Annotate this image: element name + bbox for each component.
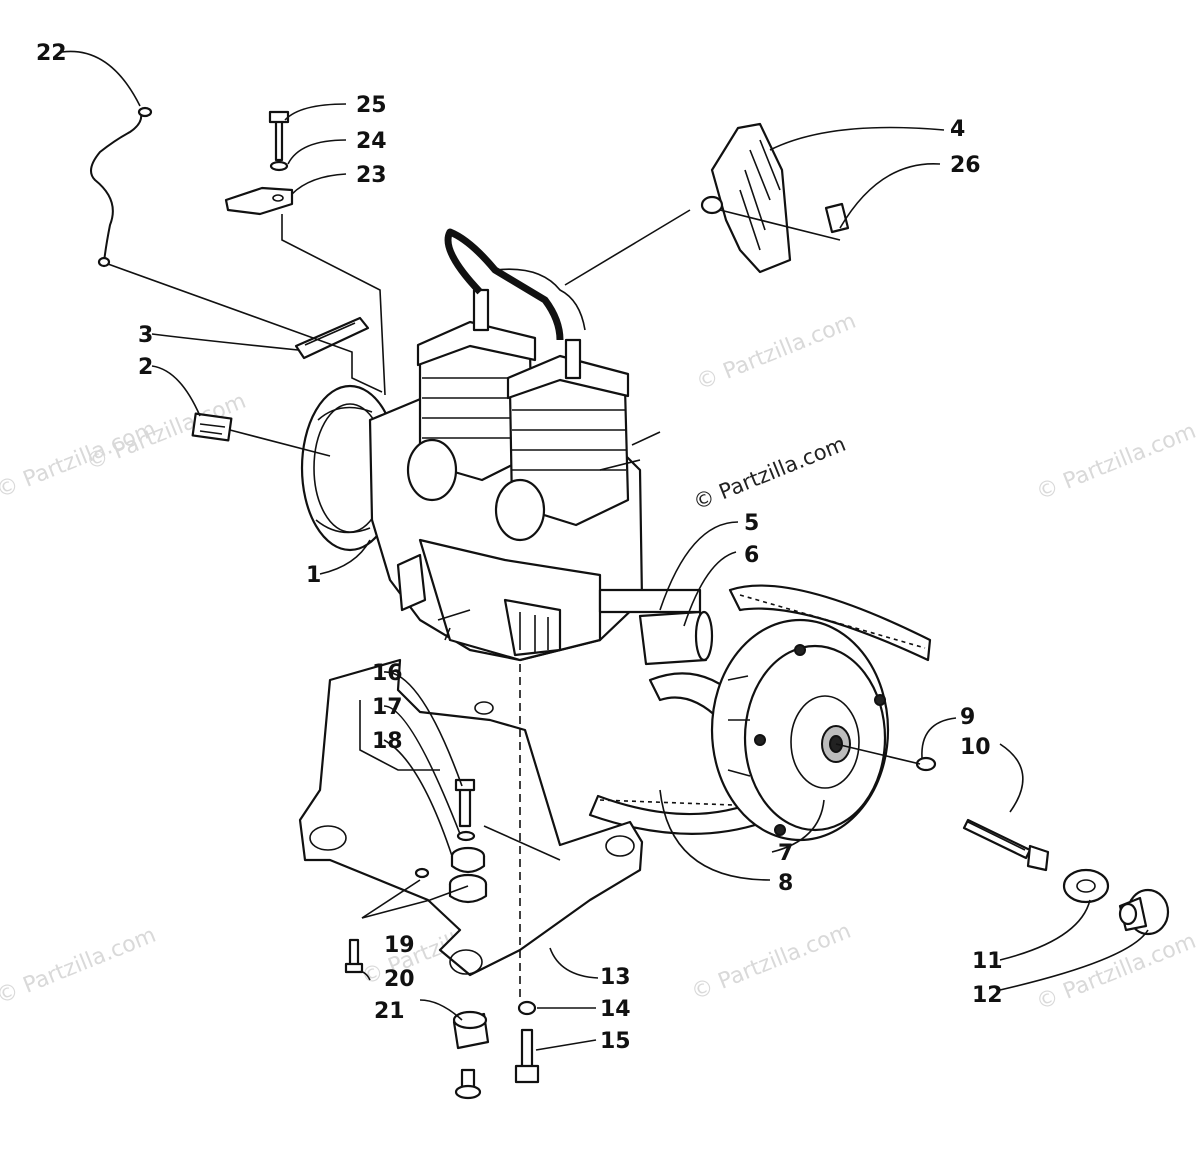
bolt-part-15 [514, 1028, 540, 1084]
callout-6: 6 [744, 543, 759, 568]
clip-part-26 [824, 202, 850, 234]
copyright-credit: © Partzilla.com [690, 432, 849, 515]
mount-part-18 [450, 846, 486, 874]
callout-2: 2 [138, 355, 153, 380]
callout-10: 10 [960, 735, 991, 760]
callout-7: 7 [778, 841, 793, 866]
watermark-right-lower: © Partzilla.com [1033, 929, 1200, 1016]
mount-part-19 [448, 873, 488, 904]
callout-25: 25 [356, 93, 387, 118]
callout-24: 24 [356, 129, 387, 154]
lock-washer-part-14 [517, 1000, 537, 1016]
leader-lines [61, 50, 1149, 1051]
watermark-left-upper: © Partzilla.com [0, 417, 160, 504]
bracket-part-4 [700, 122, 792, 274]
callout-14: 14 [600, 997, 631, 1022]
callout-19: 19 [384, 933, 415, 958]
decal-part-2 [191, 412, 233, 442]
callout-17: 17 [372, 695, 403, 720]
watermark-mid-upper: © Partzilla.com [693, 309, 860, 396]
washer-part-11 [1062, 868, 1110, 904]
callout-8: 8 [778, 871, 793, 896]
callout-22: 22 [36, 41, 67, 66]
callout-11: 11 [972, 949, 1003, 974]
callout-12: 12 [972, 983, 1003, 1008]
callout-3: 3 [138, 323, 153, 348]
callout-26: 26 [950, 153, 981, 178]
washer-part-17 [456, 830, 476, 842]
callout-16: 16 [372, 661, 403, 686]
drive-clutch-part-7 [710, 618, 890, 842]
callout-13: 13 [600, 965, 631, 990]
callout-1: 1 [306, 563, 321, 588]
decal-part-3 [294, 316, 370, 360]
watermark-mid-lower: © Partzilla.com [688, 919, 855, 1006]
callout-18: 18 [372, 729, 403, 754]
mount-tab-hardware [224, 110, 294, 216]
drive-belt-part-8 [588, 584, 932, 835]
callout-labels: 1 2 3 4 5 6 7 8 9 10 11 12 13 14 15 16 1… [36, 41, 1003, 1054]
stud-under-mount-20 [454, 1068, 482, 1100]
callout-21: 21 [374, 999, 405, 1024]
ground-wire-part-22 [90, 106, 153, 268]
watermark-right-upper: © Partzilla.com [1033, 419, 1200, 506]
bolt-part-21 [344, 938, 364, 974]
engine-assembly [300, 228, 702, 662]
callout-20: 20 [384, 967, 415, 992]
cap-part-12 [1118, 888, 1170, 936]
callout-15: 15 [600, 1029, 631, 1054]
callout-23: 23 [356, 163, 387, 188]
sleeve-part-6 [638, 610, 714, 666]
bolt-part-10 [962, 818, 1050, 872]
callout-4: 4 [950, 117, 965, 142]
callout-5: 5 [744, 511, 759, 536]
mount-bolt-part-16 [454, 778, 476, 828]
lock-washer-part-21-upper [414, 867, 430, 879]
mount-part-20 [452, 1010, 490, 1050]
callout-9: 9 [960, 705, 975, 730]
watermark-left-lower: © Partzilla.com [0, 923, 160, 1010]
